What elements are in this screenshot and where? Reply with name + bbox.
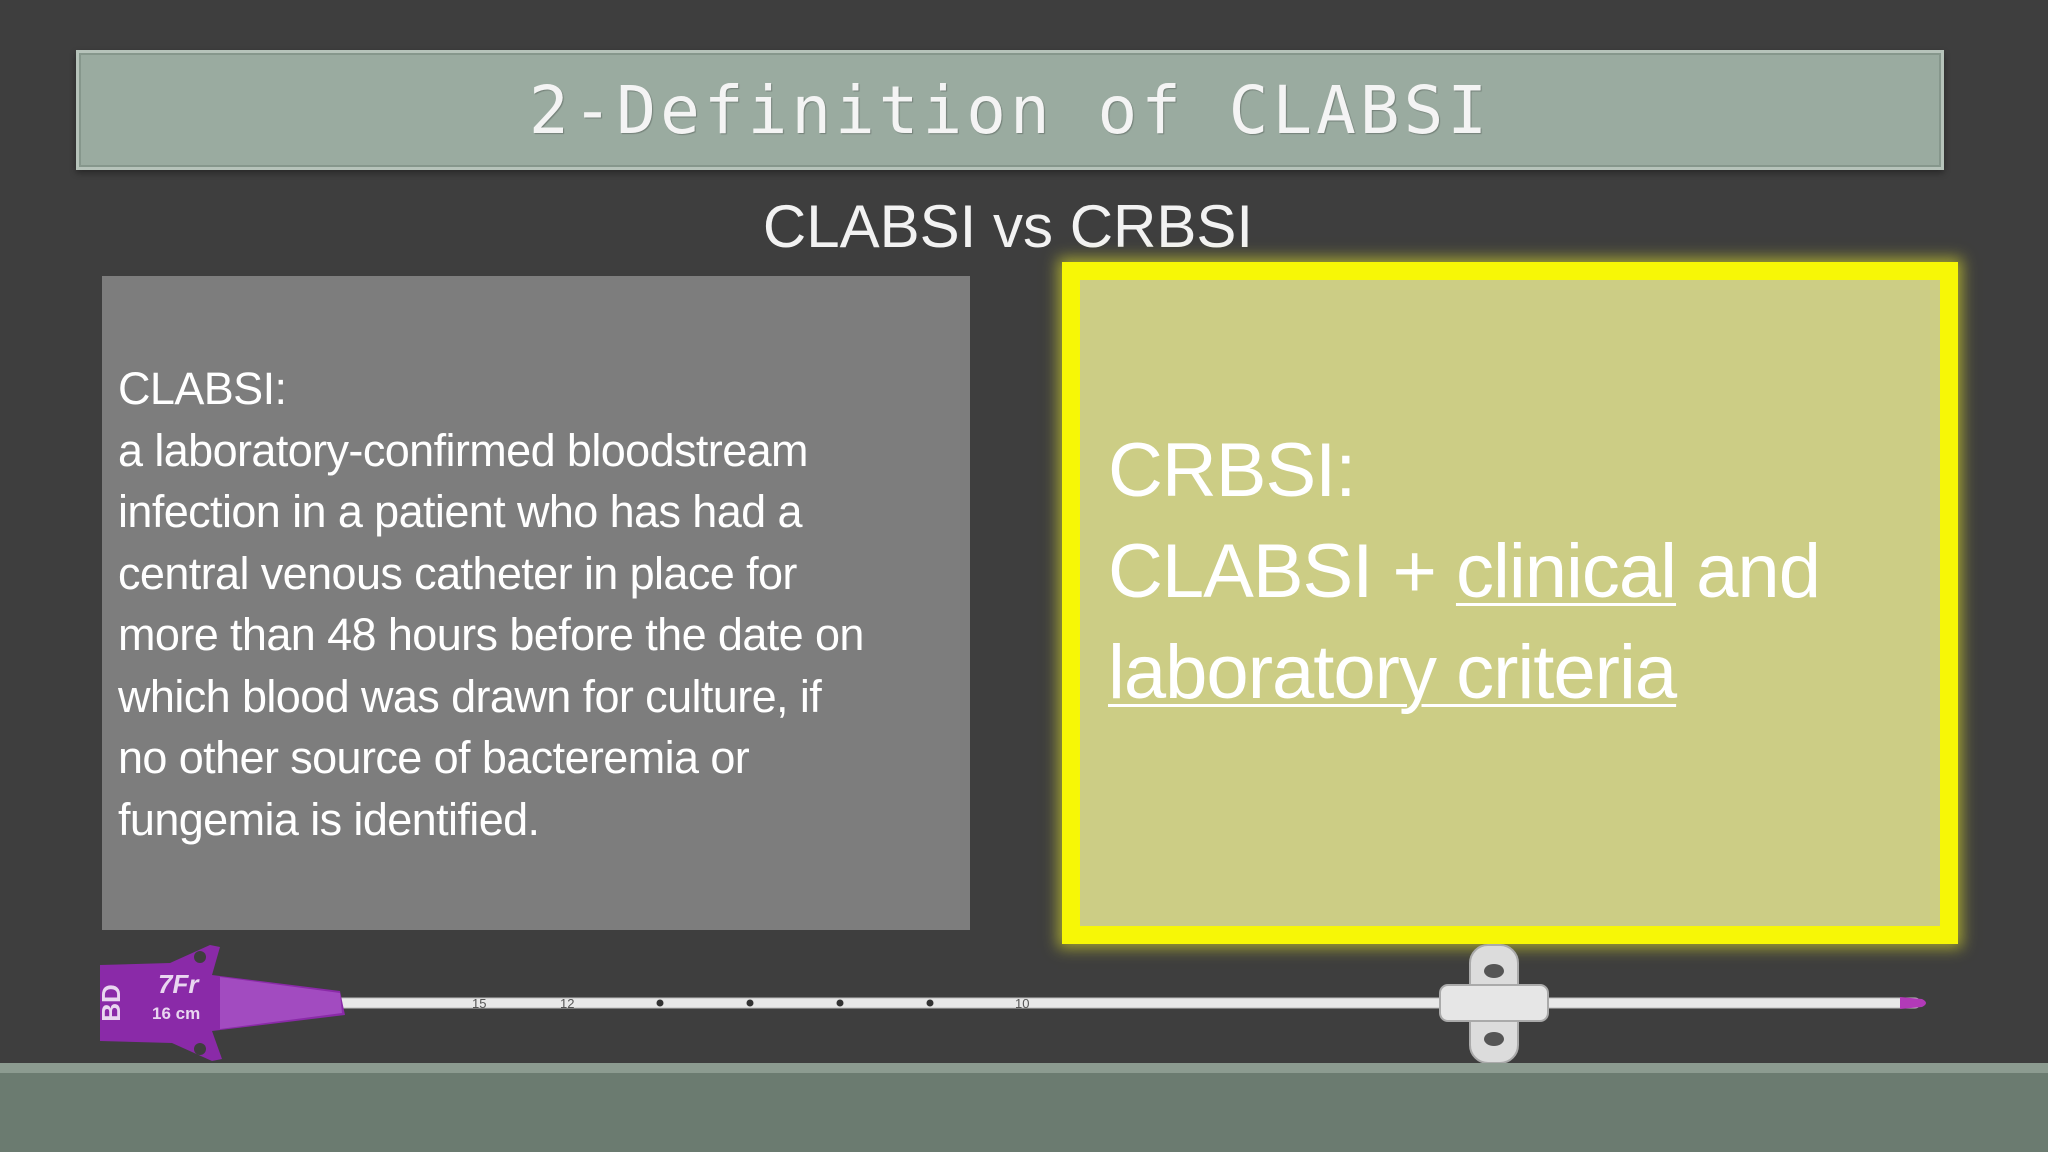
catheter-hub [100,945,345,1061]
crbsi-suffix: and [1676,529,1821,614]
crbsi-prefix: CLABSI + [1108,529,1456,614]
clabsi-line: no other source of bacteremia or [118,732,750,783]
laboratory-criteria-underlined: laboratory criteria [1108,630,1677,715]
suture-wing-clamp [1439,944,1549,1064]
slide-subtitle: CLABSI vs CRBSI [762,193,1254,260]
clabsi-line: fungemia is identified. [118,793,540,845]
clabsi-line: which blood was drawn for culture, if [118,670,822,722]
hub-brand-label: BD [100,984,126,1022]
crbsi-definition-text: CRBSI: CLABSI + clinical and laboratory … [1108,420,1930,723]
crbsi-line-2: CLABSI + clinical and [1108,521,1930,622]
hub-size-label: 7Fr [158,969,200,999]
depth-mark-label: 15 [472,996,486,1011]
clinical-underlined: clinical [1455,529,1677,614]
clabsi-heading: CLABSI: [118,363,287,414]
clabsi-line: infection in a patient who has had a [118,486,803,537]
depth-mark-label: 12 [560,996,574,1011]
floor-bar [0,1063,2048,1152]
catheter-image: 15 12 10 BD 7Fr 16 cm [100,944,1926,1064]
clabsi-line: more than 48 hours before the date on [118,609,864,660]
depth-mark-label: 10 [1015,996,1029,1011]
depth-markers [656,999,934,1007]
clabsi-definition-box: CLABSI: a laboratory-confirmed bloodstre… [102,276,970,930]
title-bar: 2-Definition of CLABSI [76,50,1944,170]
clabsi-definition-text: CLABSI: a laboratory-confirmed bloodstre… [118,358,950,850]
crbsi-line-3: laboratory criteria [1108,622,1930,723]
crbsi-heading: CRBSI: [1108,428,1356,513]
clabsi-line: central venous catheter in place for [118,547,797,599]
hub-length-label: 16 cm [152,1004,200,1023]
catheter-tip [1900,997,1926,1009]
crbsi-definition-box: CRBSI: CLABSI + clinical and laboratory … [1062,262,1958,944]
clabsi-line: a laboratory-confirmed bloodstream [118,424,809,476]
slide-title: 2-Definition of CLABSI [528,71,1492,149]
